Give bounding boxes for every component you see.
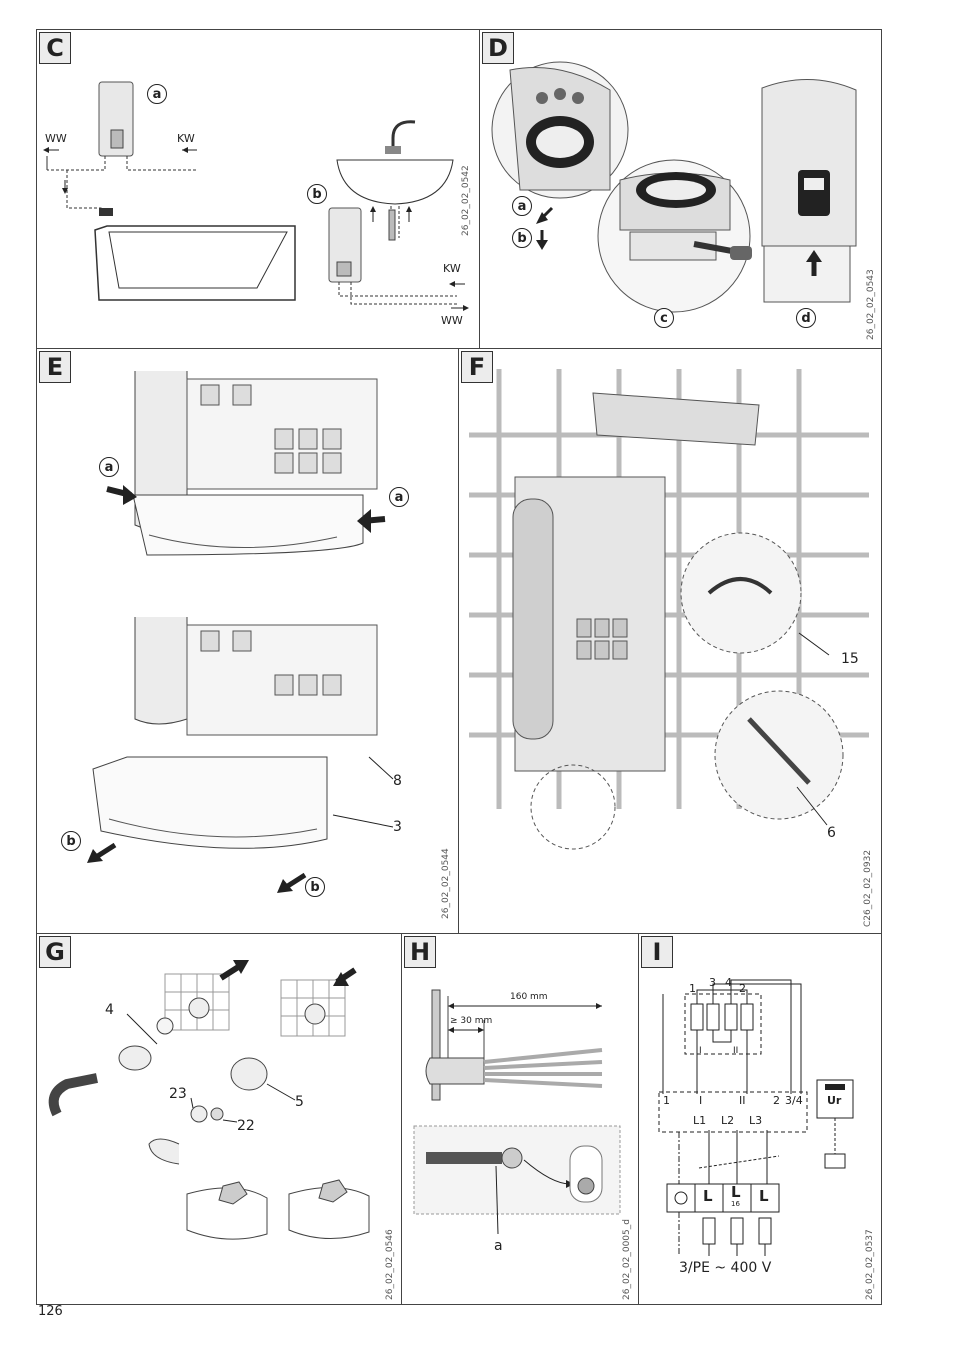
- page-number: 126: [38, 1304, 63, 1319]
- part-number-5: 5: [295, 1094, 304, 1110]
- figure-code: 26_02_02_0537: [865, 1229, 875, 1300]
- part-number-3: 3: [393, 819, 402, 835]
- callout-a: a: [512, 196, 532, 216]
- panel-i: I 1 3 4 2 I II 1 I: [638, 933, 882, 1305]
- ur-label: Ur: [827, 1094, 842, 1107]
- wiring-diagram: [658, 979, 854, 1256]
- fuse-l2: L: [731, 1183, 741, 1201]
- fuse-rating: 16: [731, 1200, 740, 1208]
- terminal-ii: II: [739, 1094, 746, 1107]
- label-a: a: [494, 1238, 503, 1254]
- part-number-22: 22: [237, 1118, 255, 1134]
- callout-a-right: a: [389, 487, 409, 507]
- label-ii: II: [733, 1046, 739, 1056]
- terminal-top-4: 4: [725, 976, 732, 989]
- terminal-l3: L3: [749, 1114, 763, 1127]
- part-number-4: 4: [105, 1002, 114, 1018]
- callout-d: d: [796, 308, 816, 328]
- terminal-l1: L1: [693, 1114, 707, 1127]
- terminal-3-4: 3/4: [785, 1094, 803, 1107]
- figure-code: 26_02_02_0542: [461, 165, 471, 236]
- fuse-l1: L: [703, 1187, 713, 1205]
- terminal-l2: L2: [721, 1114, 735, 1127]
- kw-label-b: KW: [443, 262, 461, 275]
- panel-e: E a a b b 8 3 26_02_02_0544: [36, 348, 459, 934]
- panel-h: H 160 mm ≥ 30 mm a 26_02_02_0005_d: [401, 933, 639, 1305]
- panel-f: F 15 6 C26_02_02_0932: [458, 348, 882, 934]
- panel-letter: G: [39, 936, 71, 968]
- cover-removal-figure: [491, 61, 857, 313]
- callout-a: a: [147, 84, 167, 104]
- figure-code: C26_02_02_0932: [863, 849, 873, 927]
- kw-label: KW: [177, 132, 195, 145]
- cable-stripping-figure: [413, 989, 621, 1235]
- panel-letter: H: [404, 936, 436, 968]
- part-number-23: 23: [169, 1086, 187, 1102]
- bathtub-installation-figure: [43, 81, 469, 311]
- bottom-part-removal-figure: [87, 371, 394, 893]
- water-connection-figure: [48, 960, 370, 1240]
- terminal-top-2: 2: [739, 982, 746, 995]
- terminal-top-3: 3: [709, 976, 716, 989]
- terminal-top-1: 1: [689, 982, 696, 995]
- callout-b-left: b: [61, 831, 81, 851]
- terminal-i: I: [699, 1094, 703, 1107]
- part-number-6: 6: [827, 825, 836, 841]
- ww-label: WW: [45, 132, 67, 145]
- callout-b-right: b: [305, 877, 325, 897]
- dim-30mm: ≥ 30 mm: [450, 1016, 493, 1026]
- fuse-l3: L: [759, 1187, 769, 1205]
- figure-code: 26_02_02_0543: [866, 269, 876, 340]
- part-number-8: 8: [393, 773, 402, 789]
- panel-c: C a b WW KW KW WW 26: [36, 29, 480, 349]
- panel-letter: E: [39, 351, 71, 383]
- panel-d: D a b c d 26_02_02_0543: [479, 29, 882, 349]
- panel-letter: C: [39, 32, 71, 64]
- supply-voltage: 3/PE ~ 400 V: [679, 1260, 772, 1276]
- terminal-1: 1: [663, 1094, 670, 1107]
- figure-code: 26_02_02_0546: [385, 1229, 395, 1300]
- wall-mounting-figure: [469, 369, 869, 850]
- figure-code: 26_02_02_0005_d: [622, 1219, 632, 1300]
- terminal-2: 2: [773, 1094, 780, 1107]
- callout-b: b: [512, 228, 532, 248]
- label-i: I: [699, 1046, 702, 1056]
- figure-code: 26_02_02_0544: [441, 848, 451, 919]
- part-number-15: 15: [841, 651, 859, 667]
- dim-160mm: 160 mm: [510, 992, 548, 1002]
- callout-b: b: [307, 184, 327, 204]
- panel-letter: I: [641, 936, 673, 968]
- callout-c: c: [654, 308, 674, 328]
- panel-letter: F: [461, 351, 493, 383]
- panel-g: G 4 23 5 22 26_02_02_0546: [36, 933, 402, 1305]
- ww-label-b: WW: [441, 314, 463, 327]
- callout-a-left: a: [99, 457, 119, 477]
- panel-letter: D: [482, 32, 514, 64]
